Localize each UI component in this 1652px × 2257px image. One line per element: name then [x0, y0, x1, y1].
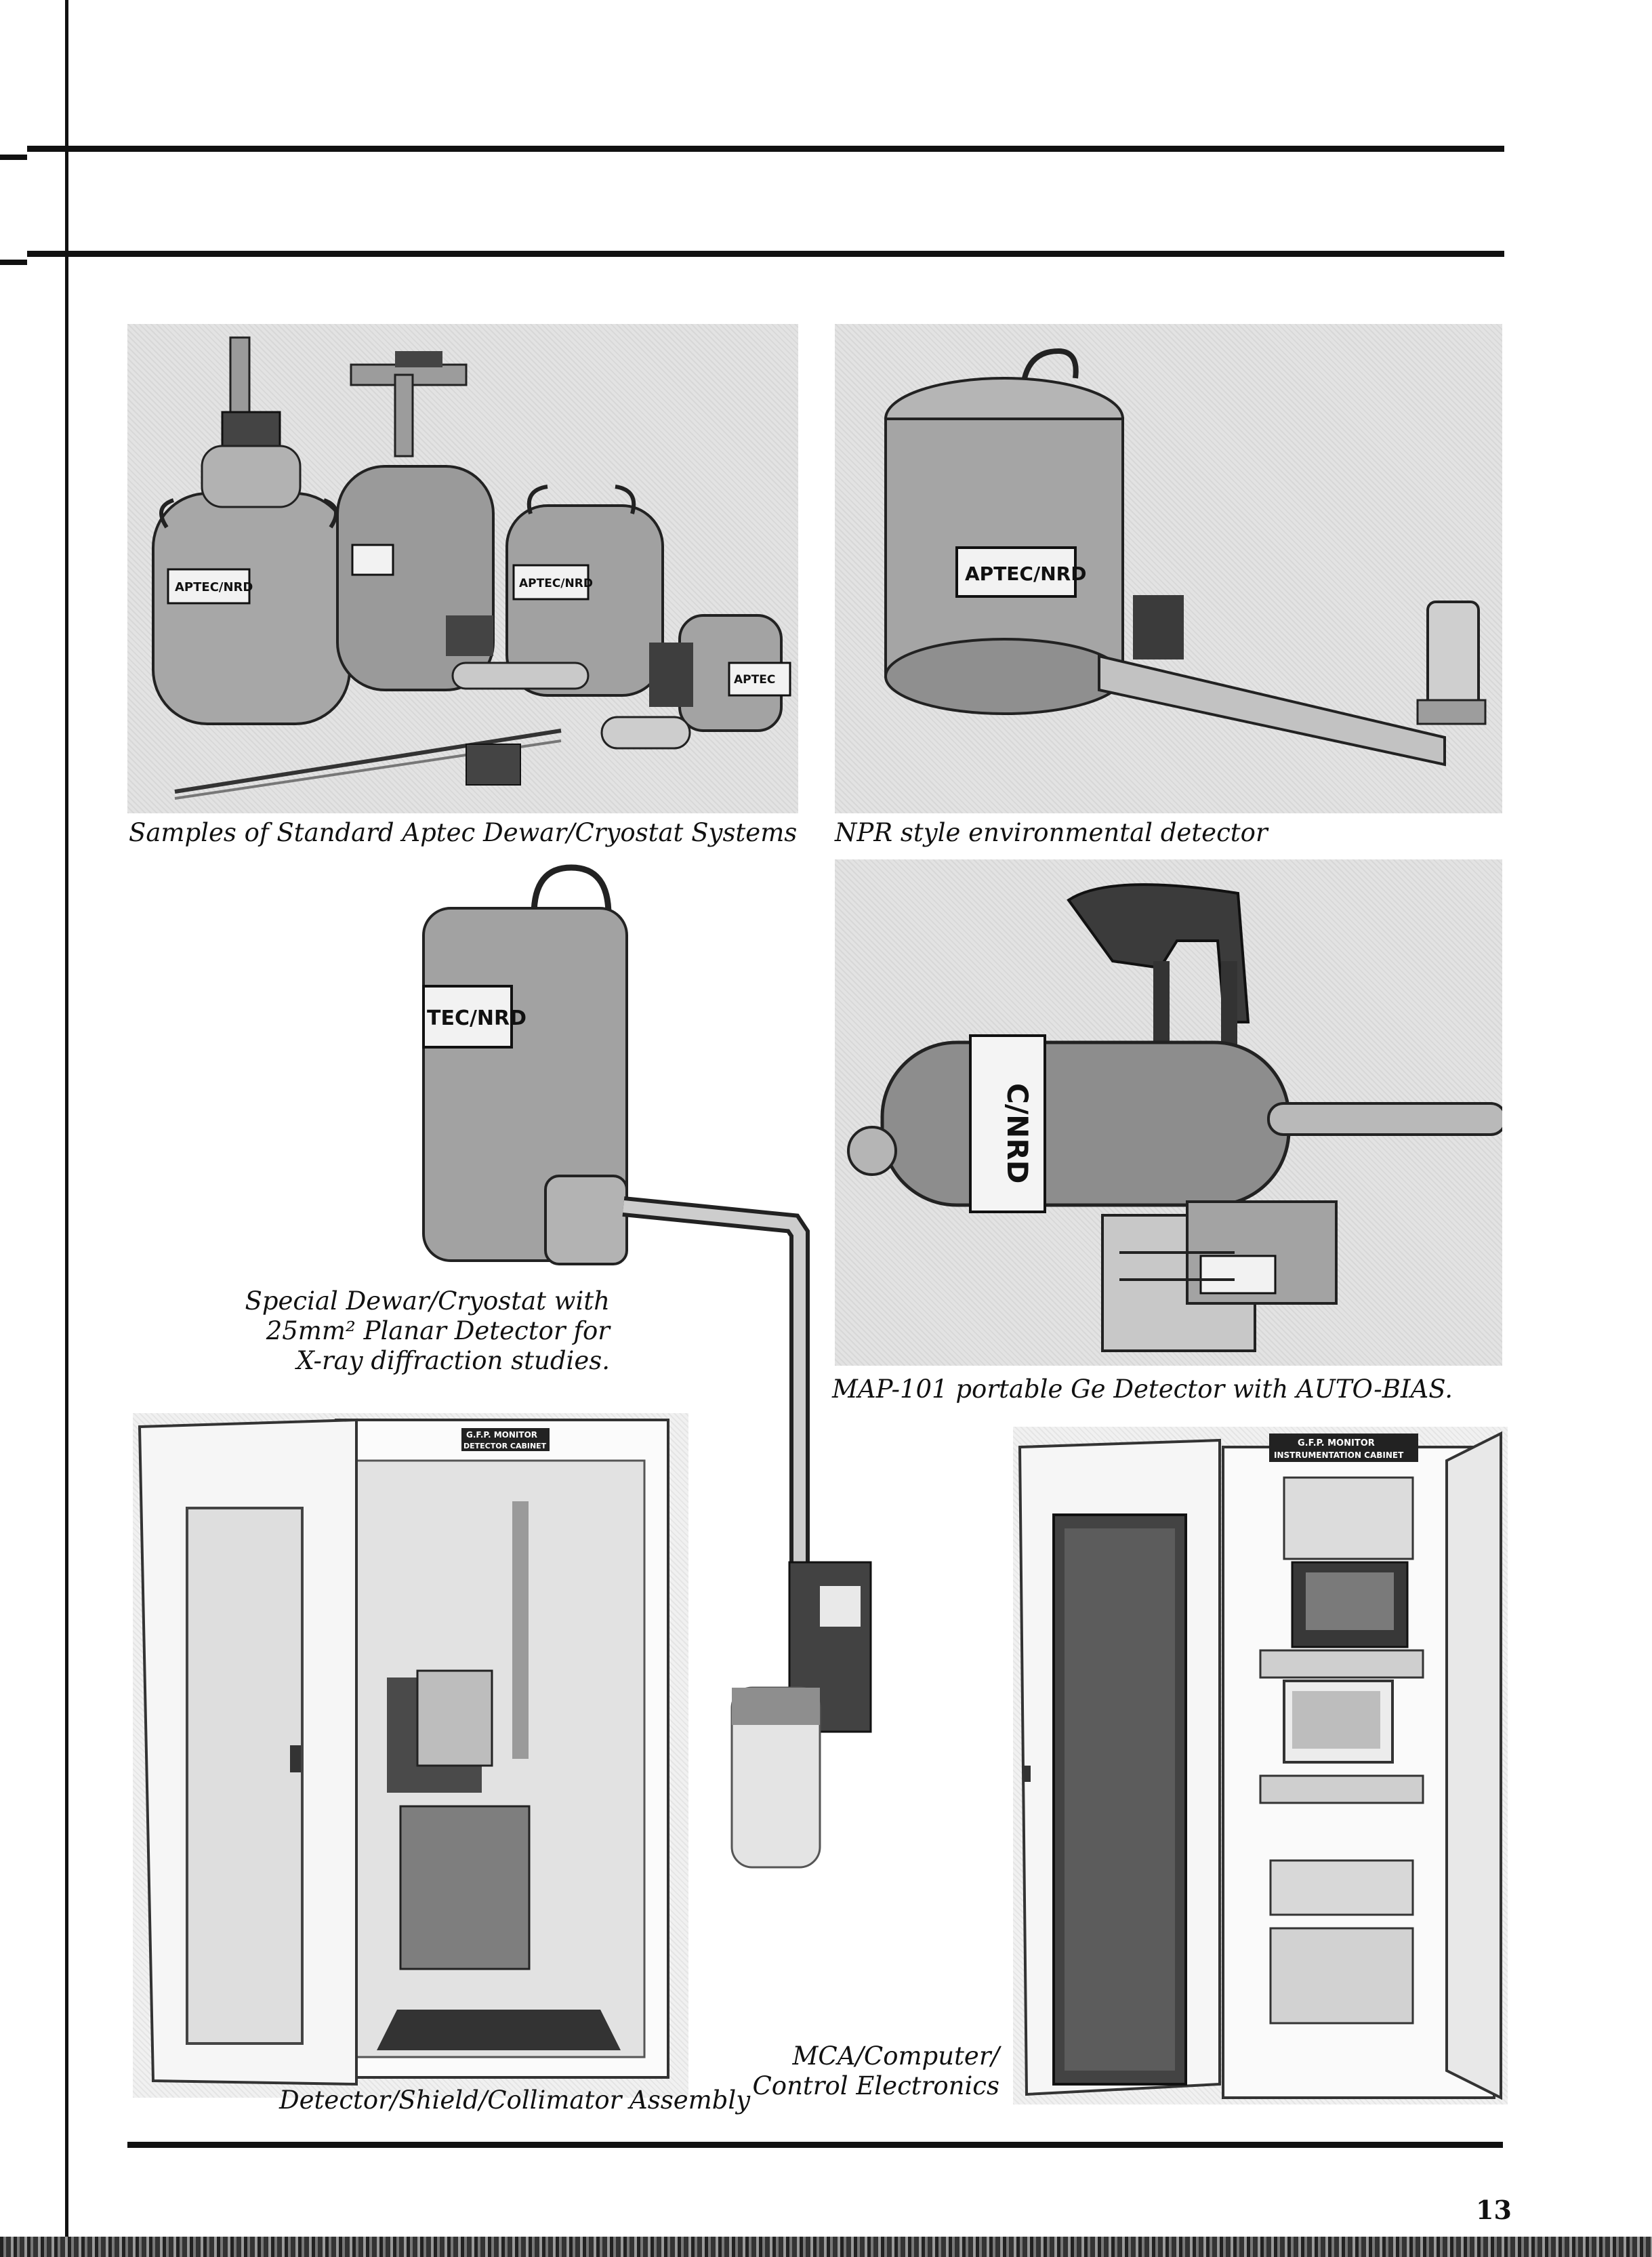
map101-illustration: C/NRD [847, 883, 1502, 1352]
photo-detector-cabinet: G.F.P. MONITOR DETECTOR CABINET [133, 1413, 688, 2098]
rule-mark-1 [0, 155, 27, 160]
caption-npr-detector: NPR style environmental detector [835, 818, 1268, 847]
left-margin-rule [65, 0, 68, 2237]
caption-dewar-samples: Samples of Standard Aptec Dewar/Cryostat… [129, 818, 798, 847]
caption-special-dewar-line-2: 25mm² Planar Detector for [266, 1316, 610, 1345]
caption-mca: MCA/Computer/ Control Electronics [745, 2041, 999, 2101]
photo-label: G.F.P. MONITOR [1298, 1438, 1375, 1448]
caption-mca-line-1: MCA/Computer/ [792, 2041, 1000, 2071]
photo-dewar-samples: APTEC/NRD APTEC/NRD APTEC [127, 324, 798, 813]
photo-npr-detector: APTEC/NRD [835, 324, 1502, 813]
caption-assembly: Detector/Shield/Collimator Assembly [279, 2086, 751, 2115]
photo-label: APTEC/NRD [519, 577, 593, 590]
photo-label: G.F.P. MONITOR [466, 1430, 537, 1440]
scan-edge-strip [0, 2237, 1652, 2257]
npr-detector-illustration: APTEC/NRD [884, 348, 1487, 767]
dewar-samples-illustration: APTEC/NRD APTEC/NRD APTEC [152, 336, 791, 800]
photo-label: APTEC/NRD [175, 580, 253, 594]
rule-mark-2 [0, 260, 27, 265]
caption-mca-line-2: Control Electronics [752, 2071, 999, 2100]
special-dewar-illustration: TEC/NRD [422, 864, 872, 1869]
top-rule-2 [27, 251, 1504, 257]
photo-special-dewar: TEC/NRD [407, 854, 894, 1877]
photo-label: APTEC/NRD [965, 563, 1086, 585]
caption-special-dewar: Special Dewar/Cryostat with 25mm² Planar… [217, 1286, 610, 1376]
photo-map101: C/NRD [835, 859, 1502, 1366]
photo-label: APTEC [734, 673, 775, 687]
photo-label: TEC/NRD [427, 1006, 526, 1030]
caption-special-dewar-line-3: X-ray diffraction studies. [296, 1346, 610, 1375]
caption-special-dewar-line-1: Special Dewar/Cryostat with [245, 1286, 610, 1316]
instrument-cabinet-illustration: G.F.P. MONITOR INSTRUMENTATION CABINET [1018, 1431, 1502, 2100]
photo-instrument-cabinet: G.F.P. MONITOR INSTRUMENTATION CABINET [1013, 1427, 1508, 2104]
bottom-rule [127, 2142, 1503, 2148]
photo-label: DETECTOR CABINET [463, 1442, 547, 1450]
page-number: 13 [1476, 2195, 1512, 2225]
detector-cabinet-illustration: G.F.P. MONITOR DETECTOR CABINET [138, 1418, 669, 2086]
photo-label: C/NRD [1001, 1083, 1034, 1184]
photo-label: INSTRUMENTATION CABINET [1274, 1450, 1404, 1460]
caption-map101: MAP-101 portable Ge Detector with AUTO-B… [832, 1375, 1453, 1404]
top-rule-1 [27, 146, 1504, 152]
